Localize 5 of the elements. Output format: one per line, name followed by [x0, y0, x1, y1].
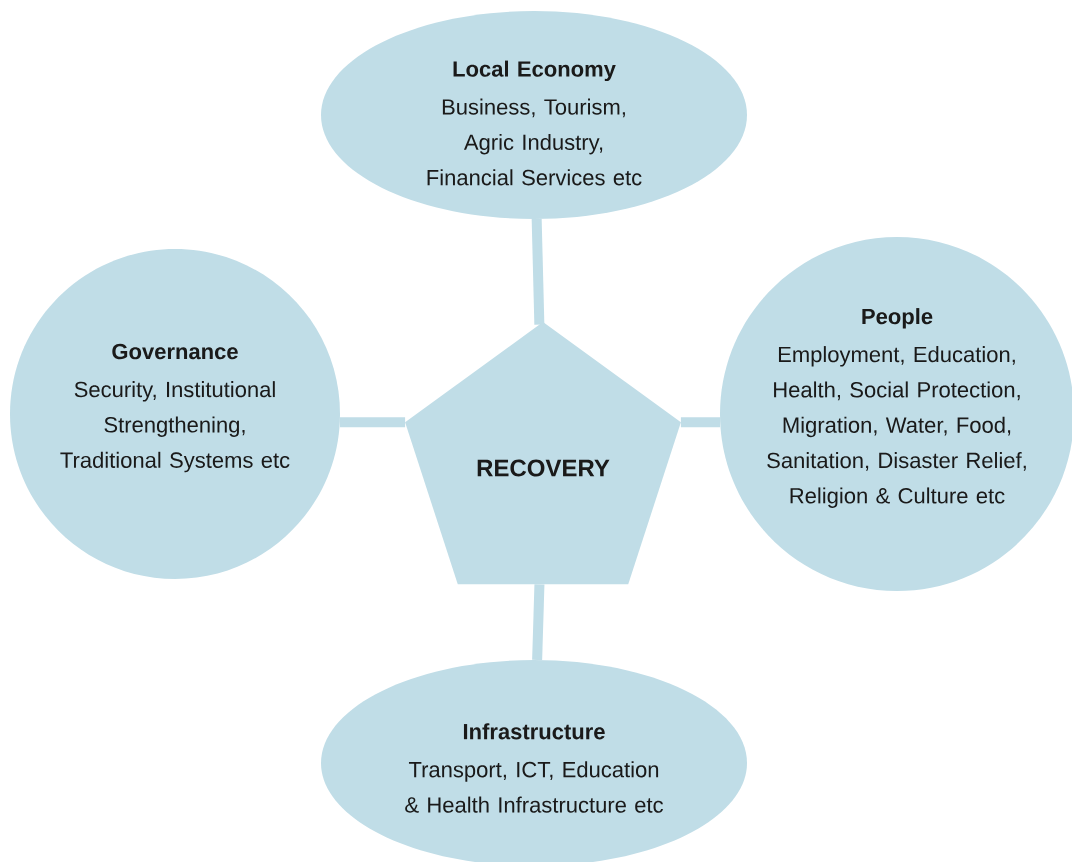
connector-line	[680, 417, 720, 428]
pentagon: RECOVERY	[405, 322, 681, 585]
connector-line	[531, 218, 545, 325]
connector-line	[532, 584, 545, 661]
connector-line	[340, 417, 406, 428]
